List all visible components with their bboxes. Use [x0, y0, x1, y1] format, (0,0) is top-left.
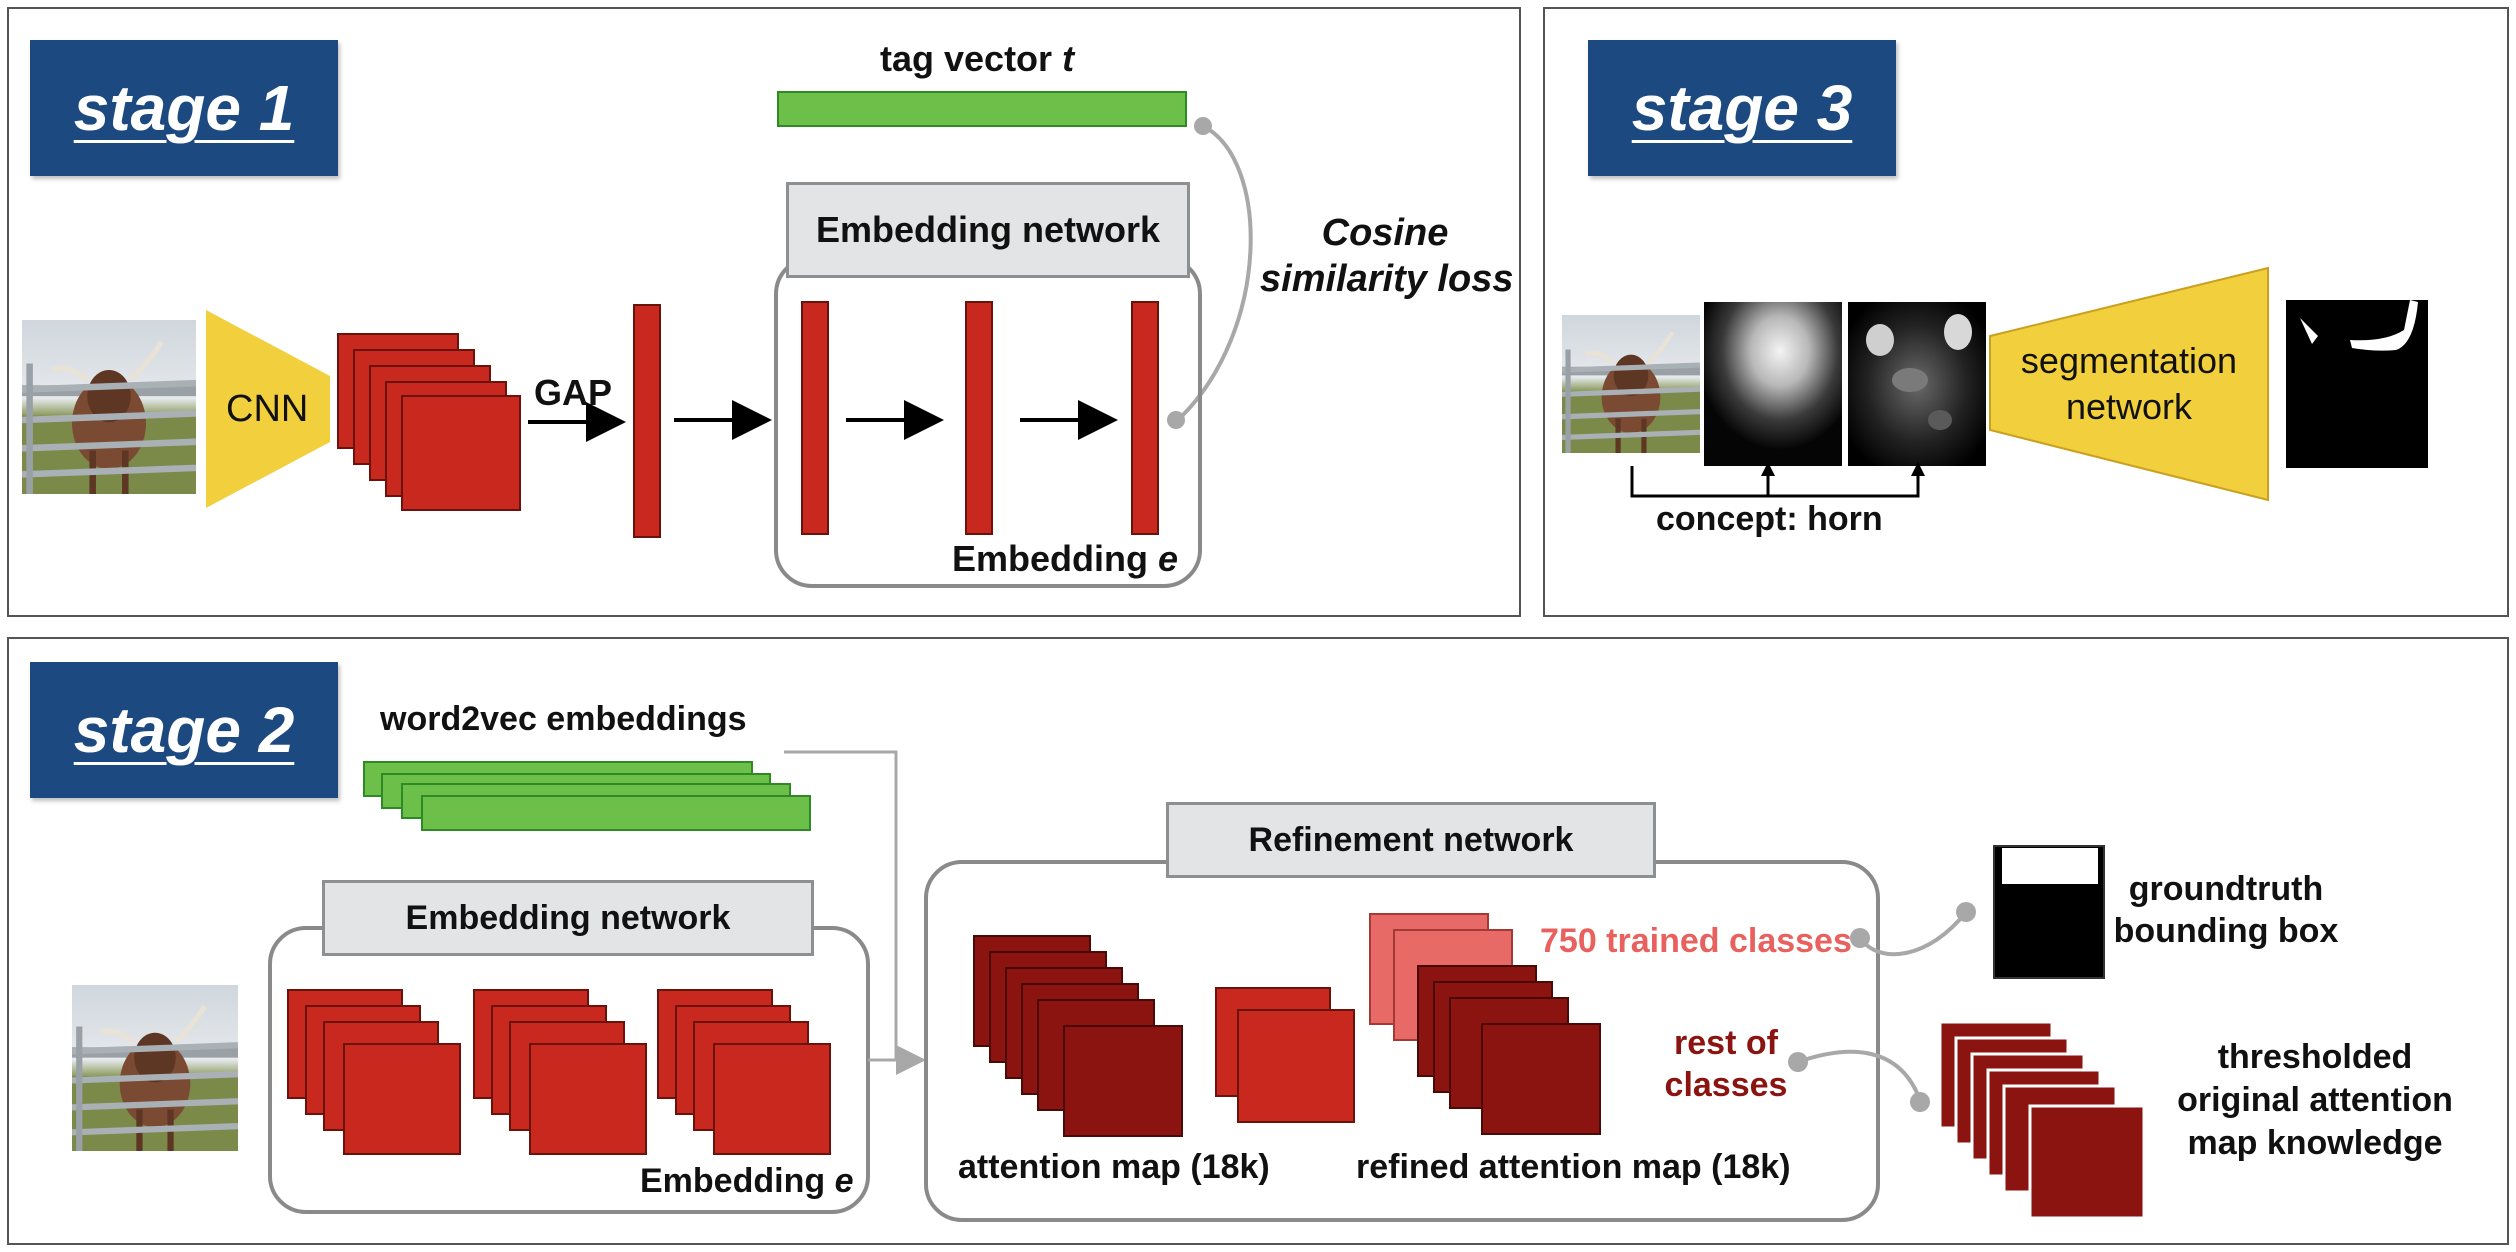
attention-map-label: attention map (18k) — [958, 1148, 1270, 1186]
segmentation-network-label: segmentation network — [2020, 340, 2238, 427]
concept-label: concept: horn — [1656, 500, 1883, 538]
refinement-network-title: Refinement network — [1166, 802, 1656, 878]
trained-classes-label: 750 trained classes — [1540, 922, 1852, 960]
cow-photo-icon — [22, 320, 196, 494]
tag-vector-label: tag vector t — [880, 38, 1075, 79]
cnn-trapezoid — [206, 310, 330, 508]
thresholded-label: thresholded original attention map knowl… — [2177, 1038, 2453, 1162]
stage2-embedding-network-title: Embedding network — [322, 880, 814, 956]
segmentation-mask-icon — [2286, 300, 2428, 468]
emb-vector-2 — [965, 301, 993, 535]
attention-map-stack — [973, 935, 1183, 1137]
segmentation-trapezoid — [1989, 266, 2269, 502]
groundtruth-label: groundtruth bounding box — [2113, 870, 2339, 950]
emb-vector-3 — [1131, 301, 1159, 535]
attention-heatmap-icon — [1704, 302, 1842, 466]
word2vec-label: word2vec embeddings — [380, 700, 747, 738]
refined-attention-map-label: refined attention map (18k) — [1356, 1148, 1791, 1186]
stage1-badge: stage 1 — [30, 40, 338, 176]
cow-photo-icon — [72, 985, 238, 1151]
intermediate-feature-stack — [1215, 987, 1355, 1123]
embedding-feature-stack-3 — [657, 989, 831, 1155]
stage1-embedding-label: Embedding e — [952, 538, 1179, 579]
tag-vector-bar — [777, 91, 1187, 127]
refined-attention-map-stack — [1369, 913, 1601, 1135]
groundtruth-mask — [1993, 845, 2105, 979]
cosine-loss-label: Cosine similarity loss — [1260, 212, 1514, 300]
cow-photo-icon — [1562, 315, 1700, 453]
embedding-feature-stack-1 — [287, 989, 461, 1155]
cnn-feature-maps — [337, 333, 521, 511]
emb-vector-1 — [801, 301, 829, 535]
rest-of-classes-label: rest of classes — [1664, 1024, 1788, 1104]
word2vec-bars — [363, 761, 811, 831]
stage1-embedding-network-title: Embedding network — [786, 182, 1190, 278]
attention-heatmap-icon — [1848, 302, 1986, 466]
stage2-badge: stage 2 — [30, 662, 338, 798]
gap-label: GAP — [534, 372, 613, 413]
thresholded-attention-stack — [1938, 1020, 2146, 1220]
stage2-embedding-label: Embedding e — [640, 1162, 854, 1200]
embedding-feature-stack-2 — [473, 989, 647, 1155]
stage3-badge: stage 3 — [1588, 40, 1896, 176]
gap-vector — [633, 304, 661, 538]
cnn-label: CNN — [226, 388, 309, 430]
